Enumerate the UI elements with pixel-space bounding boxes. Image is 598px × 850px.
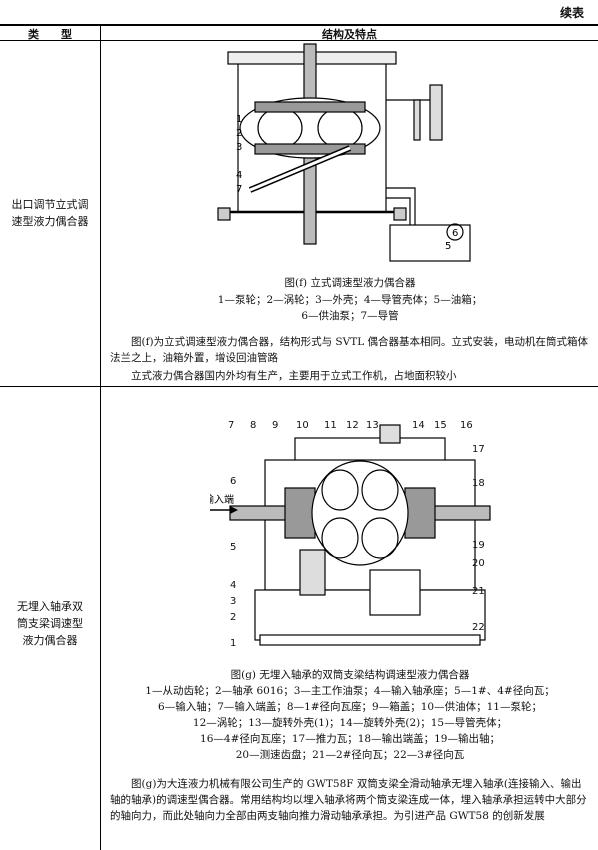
- figure-f-caption: 图(f) 立式调速型液力偶合器: [284, 277, 416, 289]
- label-4: 4: [236, 170, 242, 181]
- label-17: 17: [472, 444, 485, 455]
- figure-f-legend-1: 1—泵轮；2—涡轮；3—外壳；4—导管壳体；5—油箱；: [217, 294, 483, 306]
- table-top-border: [0, 24, 598, 26]
- figure-g-legend-1: 1—从动齿轮；2—轴承 6016；3—主工作油泵；4—输入轴承座；5—1#、4#…: [145, 685, 555, 697]
- label-3: 3: [236, 142, 242, 153]
- label-4: 4: [230, 580, 237, 591]
- label-2: 2: [230, 612, 237, 623]
- label-18: 18: [472, 478, 485, 489]
- label-3: 3: [230, 596, 237, 607]
- label-14: 14: [412, 420, 425, 431]
- label-8: 8: [250, 420, 257, 431]
- label-7: 7: [228, 420, 235, 431]
- label-12: 12: [346, 420, 359, 431]
- input-end-label: 输入端: [210, 493, 234, 506]
- label-9: 9: [272, 420, 279, 431]
- row2-type: 无埋入轴承双筒支梁调速型液力偶合器: [17, 600, 83, 647]
- row1-note: 立式液力偶合器国内外均有生产，主要用于立式工作机，占地面积较小: [131, 370, 457, 382]
- figure-g-legend-5: 20—测速齿盘；21—2#径向瓦；22—3#径向瓦: [235, 749, 465, 761]
- label-6: 6: [230, 476, 237, 487]
- label-5: 5: [445, 241, 451, 252]
- label-19: 19: [472, 540, 485, 551]
- figure-g-diagram: 输入端: [210, 424, 491, 646]
- figure-g-legend-4: 16—4#径向瓦座；17—推力瓦；18—输出端盖；19—输出轴；: [200, 733, 500, 745]
- header-bottom-border: [0, 40, 598, 41]
- header-structure: 结构及特点: [322, 28, 377, 41]
- label-7: 7: [236, 184, 242, 195]
- row2-description: 图(g)为大连液力机械有限公司生产的 GWT58F 双筒支梁全滑动轴承无埋入轴承…: [110, 778, 587, 822]
- figure-f-legend-2: 6—供油泵；7—导管: [301, 310, 399, 322]
- header-type: 类 型: [28, 28, 72, 41]
- label-22: 22: [472, 622, 485, 633]
- continued-label: 续表: [559, 6, 584, 20]
- figure-g-legend-3: 12—涡轮；13—旋转外壳(1)；14—旋转外壳(2)；15—导管壳体；: [192, 717, 508, 729]
- label-2: 2: [236, 128, 242, 139]
- row1-description: 图(f)为立式调速型液力偶合器，结构形式与 SVTL 偶合器基本相同。立式安装，…: [110, 336, 589, 364]
- figure-g-caption: 图(g) 无埋入轴承的双筒支梁结构调速型液力偶合器: [230, 669, 470, 681]
- figure-g-legend-2: 6—输入轴；7—输入端盖；8—1#径向瓦座；9—箱盖；10—供油体；11—泵轮；: [158, 701, 542, 713]
- row1-type: 出口调节立式调速型液力偶合器: [11, 198, 89, 228]
- label-1: 1: [230, 638, 237, 649]
- label-16: 16: [460, 420, 473, 431]
- column-divider: [100, 24, 101, 850]
- label-13: 13: [366, 420, 379, 431]
- label-1: 1: [236, 114, 242, 125]
- label-20: 20: [472, 558, 485, 569]
- label-5: 5: [230, 542, 237, 553]
- label-6: 6: [452, 228, 458, 239]
- figure-f-diagram: 5 6 1 2 3 4 7: [217, 43, 471, 262]
- row-divider: [0, 386, 598, 387]
- label-11: 11: [324, 420, 337, 431]
- label-10: 10: [296, 420, 309, 431]
- label-21: 21: [472, 586, 485, 597]
- label-15: 15: [434, 420, 447, 431]
